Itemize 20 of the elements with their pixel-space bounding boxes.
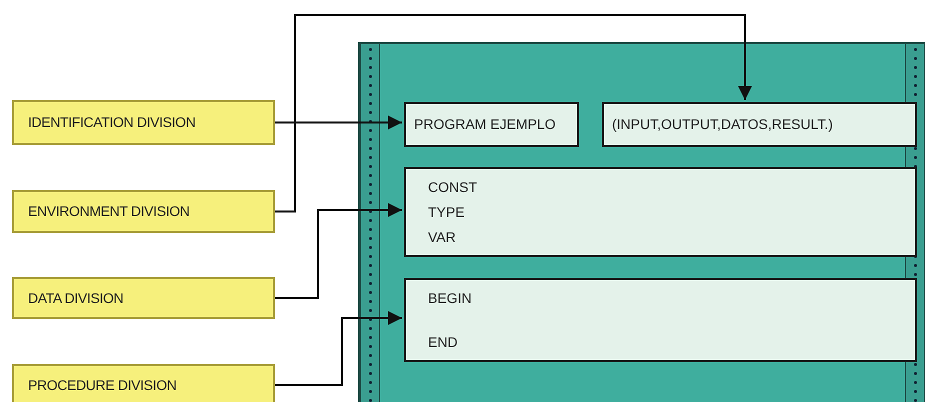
code-text: CONST <box>428 179 478 196</box>
connector-arrow <box>275 311 402 386</box>
code-text: PROGRAM EJEMPLO <box>414 116 557 133</box>
division-label-box: ENVIRONMENT DIVISION <box>12 190 275 233</box>
code-box <box>404 278 917 362</box>
code-text: (INPUT,OUTPUT,DATOS,RESULT.) <box>612 116 834 133</box>
code-box <box>602 102 917 147</box>
connector-arrow <box>275 116 402 130</box>
division-label-box: DATA DIVISION <box>12 277 275 319</box>
division-label-box: IDENTIFICATION DIVISION <box>12 100 275 145</box>
connector-arrow <box>275 203 402 299</box>
code-text: BEGIN <box>428 290 473 306</box>
code-text: END <box>428 334 459 350</box>
code-box <box>404 167 917 257</box>
program-sheet-panel <box>358 42 925 402</box>
code-text: VAR <box>428 228 457 245</box>
division-label-box: PROCEDURE DIVISION <box>12 364 275 402</box>
code-box <box>404 102 579 147</box>
connector-arrow <box>275 14 752 212</box>
code-text: TYPE <box>428 204 466 220</box>
